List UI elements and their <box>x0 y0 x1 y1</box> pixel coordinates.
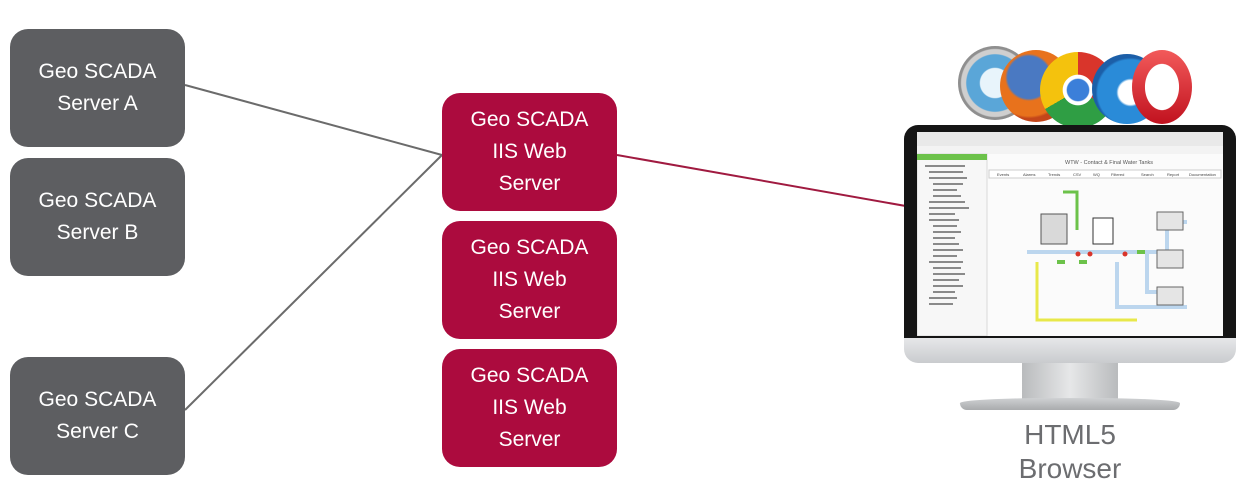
opera-icon <box>1132 50 1192 124</box>
server-c-line1: Geo SCADA <box>38 388 157 411</box>
server-b-line2: Server B <box>56 221 139 244</box>
link-iis-to-browser <box>616 154 918 209</box>
server-c-line2: Server C <box>56 420 139 443</box>
browser-label-line1: HTML5 <box>1024 419 1116 450</box>
iis-server-2-node: Geo SCADA IIS Web Server <box>442 221 617 339</box>
screen-tab: Report <box>1167 172 1180 177</box>
monitor-stand-neck <box>1022 363 1118 403</box>
scada-screenshot: WTW - Contact & Final Water Tanks Events… <box>917 132 1223 336</box>
browser-menu <box>917 146 1223 154</box>
iis-server-1-line2: IIS Web <box>492 140 567 163</box>
screen-tab: Search <box>1141 172 1154 177</box>
screen-tab-bar: Events Alarms Trends CSV WQ Filtered Sea… <box>988 169 1222 179</box>
process-diagram <box>1027 190 1187 322</box>
link-server-a-to-iis <box>184 84 443 156</box>
server-b-node: Geo SCADA Server B <box>10 158 185 276</box>
browser-label-line2: Browser <box>1018 453 1122 484</box>
server-c-node: Geo SCADA Server C <box>10 357 185 475</box>
screen-tab: Documentation <box>1189 172 1216 177</box>
monitor-screen: WTW - Contact & Final Water Tanks Events… <box>917 132 1223 336</box>
iis-server-3-line1: Geo SCADA <box>470 364 589 387</box>
iis-server-3-node: Geo SCADA IIS Web Server <box>442 349 617 467</box>
link-server-c-to-iis <box>184 154 443 411</box>
screen-tab: Alarms <box>1023 172 1035 177</box>
iis-server-2-line1: Geo SCADA <box>470 236 589 259</box>
server-b-line1: Geo SCADA <box>38 189 157 212</box>
iis-server-1-node: Geo SCADA IIS Web Server <box>442 93 617 211</box>
browser-toolbar <box>917 132 1223 146</box>
screen-tab: WQ <box>1093 172 1100 177</box>
monitor-bezel <box>904 338 1236 363</box>
server-a-node: Geo SCADA Server A <box>10 29 185 147</box>
server-a-line2: Server A <box>57 92 138 115</box>
screen-tab: CSV <box>1073 172 1082 177</box>
tree-header <box>917 154 987 160</box>
screen-tab: Trends <box>1048 172 1060 177</box>
iis-server-1-line1: Geo SCADA <box>470 108 589 131</box>
iis-server-3-line3: Server <box>498 428 561 451</box>
iis-server-3-line2: IIS Web <box>492 396 567 419</box>
server-a-line1: Geo SCADA <box>38 60 157 83</box>
iis-server-1-line3: Server <box>498 172 561 195</box>
browser-label: HTML5 Browser <box>990 418 1150 486</box>
screen-tab: Events <box>997 172 1009 177</box>
tree-items <box>925 165 969 305</box>
iis-server-2-line2: IIS Web <box>492 268 567 291</box>
screen-page-title: WTW - Contact & Final Water Tanks <box>1065 160 1153 166</box>
iis-server-2-line3: Server <box>498 300 561 323</box>
screen-tab: Filtered <box>1111 172 1124 177</box>
monitor-stand-base <box>960 398 1180 410</box>
